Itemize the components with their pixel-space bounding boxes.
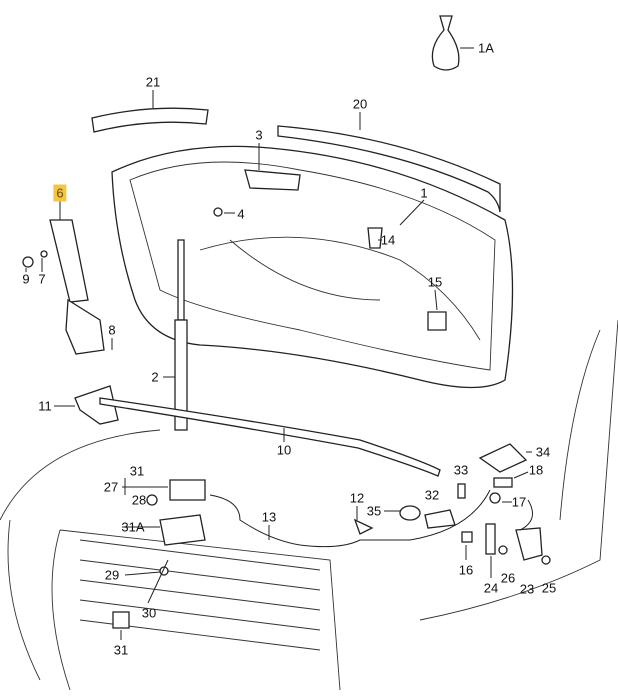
callout-9: 9 <box>22 271 30 287</box>
callout-17: 17 <box>511 494 527 510</box>
callout-1: 1 <box>420 185 428 201</box>
part-1-hood <box>111 145 514 389</box>
callout-21: 21 <box>145 74 161 90</box>
callout-1a: 1A <box>478 40 494 56</box>
part-13-cable <box>209 489 491 548</box>
callout-4: 4 <box>237 206 245 222</box>
callout-24: 24 <box>483 580 499 596</box>
part-6-hinge <box>49 219 89 303</box>
callout-29: 29 <box>104 567 120 583</box>
callout-12: 12 <box>349 490 365 506</box>
callout-31a: 31A <box>121 519 145 535</box>
callout-7: 7 <box>38 271 46 287</box>
callout-8: 8 <box>108 322 116 338</box>
callout-3: 3 <box>255 127 263 143</box>
callout-31-bottom: 31 <box>113 642 129 658</box>
callout-33: 33 <box>453 462 469 478</box>
callout-6-highlighted: 6 <box>53 184 67 202</box>
callout-31-top: 31 <box>129 463 145 479</box>
callout-34: 34 <box>535 444 551 460</box>
callout-20: 20 <box>352 96 368 112</box>
callout-30: 30 <box>141 605 157 621</box>
part-2-strut <box>177 239 185 321</box>
part-20-seal <box>277 125 501 213</box>
part-1a-boot <box>431 15 460 71</box>
callout-15: 15 <box>427 274 443 290</box>
callout-32: 32 <box>424 487 440 503</box>
part-21-seal <box>91 107 209 133</box>
callout-25: 25 <box>541 580 557 596</box>
callout-23: 23 <box>519 581 535 597</box>
callout-28: 28 <box>131 492 147 508</box>
callout-18: 18 <box>528 462 544 478</box>
callout-10: 10 <box>276 442 292 458</box>
callout-27: 27 <box>103 479 119 495</box>
callout-14: 14 <box>380 232 396 248</box>
part-3-lock <box>244 169 301 191</box>
callout-35: 35 <box>366 503 382 519</box>
car-front <box>0 319 618 691</box>
callout-2: 2 <box>151 369 159 385</box>
callout-16: 16 <box>458 562 474 578</box>
callout-11: 11 <box>38 398 52 414</box>
part-10-seal <box>99 397 441 477</box>
callout-26: 26 <box>500 570 516 586</box>
callout-13: 13 <box>261 509 277 525</box>
